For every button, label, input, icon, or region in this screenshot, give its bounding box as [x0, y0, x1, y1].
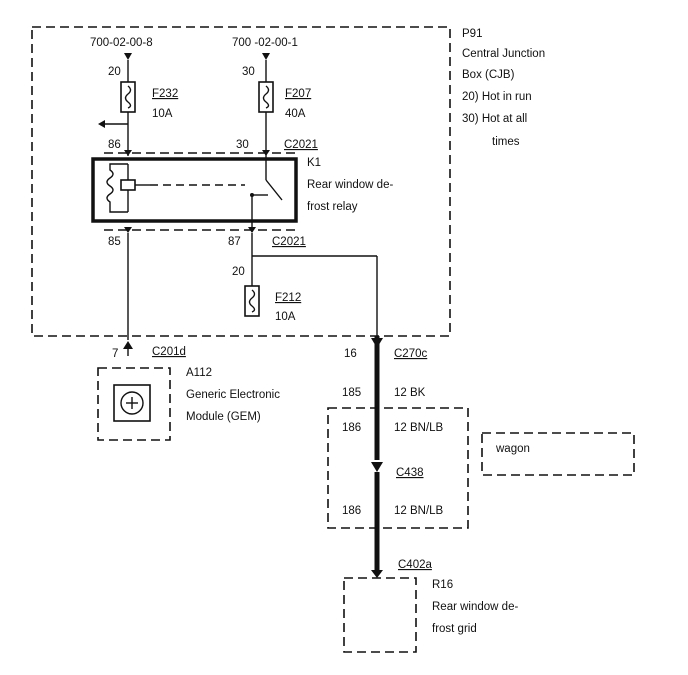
cjb-title-line1: Central Junction: [462, 48, 545, 60]
fuse-f207: [258, 81, 274, 113]
gem-connector: C201d: [152, 346, 186, 358]
grid-desc-line1: Rear window de-: [432, 601, 518, 613]
cjb-title-line2: Box (CJB): [462, 69, 515, 81]
relay-pin-30-arrow: [262, 150, 270, 156]
relay-pin-85: 85: [108, 236, 121, 248]
harness-w2-label: 12 BN/LB: [394, 422, 444, 434]
relay-switch: [250, 156, 283, 232]
gem-desc-line2: Module (GEM): [186, 411, 261, 423]
c270c-pin: 16: [344, 348, 357, 360]
fuse-f212-id: F212: [275, 292, 301, 304]
cjb-note-hot-at-all-line2: times: [492, 136, 520, 148]
relay-id: K1: [307, 157, 321, 169]
harness-w2-pin: 186: [342, 422, 361, 434]
fuse-f212-rating: 10A: [275, 311, 296, 323]
c438-connector: C438: [396, 467, 424, 479]
relay-pin-85-arrow: [124, 227, 132, 233]
fuse-f212-pin: 20: [232, 266, 245, 278]
fuse-f232-rating: 10A: [152, 108, 173, 120]
feed-left-arrow: [124, 53, 132, 60]
grid-connector: C402a: [398, 559, 432, 571]
splice-left-arrow: [98, 120, 105, 128]
gem-connector-arrow: [123, 341, 133, 349]
variant-label: wagon: [495, 443, 530, 455]
variant-outline: [327, 407, 469, 529]
relay-pin-86-arrow: [124, 150, 132, 156]
harness-w3-pin: 186: [342, 505, 361, 517]
relay-coil: [106, 163, 245, 213]
relay-k1-box: [91, 157, 298, 223]
fuse-f232: [120, 81, 136, 113]
grid-desc-line2: frost grid: [432, 623, 477, 635]
feed-right-arrow: [262, 53, 270, 60]
gem-id: A112: [186, 367, 212, 379]
gem-outline: [97, 367, 171, 441]
gem-module-icon: [113, 384, 151, 422]
c402a-arrow: [371, 570, 383, 578]
cjb-note-hot-at-all-line1: 30) Hot at all: [462, 113, 527, 125]
relay-pin-87-arrow: [248, 227, 256, 233]
fuse-f207-id: F207: [285, 88, 311, 100]
wagon-note-box: [481, 432, 635, 476]
c438-arrow: [371, 462, 383, 472]
feed-right-pin: 30: [242, 66, 255, 78]
relay-pin-87: 87: [228, 236, 241, 248]
feed-left-label: 700-02-00-8: [90, 37, 153, 49]
harness-w1-label: 12 BK: [394, 387, 426, 399]
grid-id: R16: [432, 579, 453, 591]
relay-desc-line2: frost relay: [307, 201, 358, 213]
relay-pin-30: 30: [236, 139, 249, 151]
fuse-f232-id: F232: [152, 88, 178, 100]
gem-desc-line1: Generic Electronic: [186, 389, 280, 401]
feed-left-pin: 20: [108, 66, 121, 78]
relay-connector-bottom: C2021: [272, 236, 306, 248]
grid-outline: [343, 577, 417, 653]
gem-pin: 7: [112, 348, 118, 360]
harness-w1-pin: 185: [342, 387, 361, 399]
c270c-connector: C270c: [394, 348, 427, 360]
fuse-f207-rating: 40A: [285, 108, 306, 120]
relay-connector-top: C2021: [284, 139, 318, 151]
fuse-f212: [244, 285, 260, 317]
feed-right-label: 700 -02-00-1: [232, 37, 298, 49]
cjb-name: P91: [462, 28, 482, 40]
harness-w3-label: 12 BN/LB: [394, 505, 444, 517]
relay-pin-86: 86: [108, 139, 121, 151]
c270c-arrow: [371, 338, 383, 348]
relay-desc-line1: Rear window de-: [307, 179, 393, 191]
cjb-note-hot-in-run: 20) Hot in run: [462, 91, 532, 103]
